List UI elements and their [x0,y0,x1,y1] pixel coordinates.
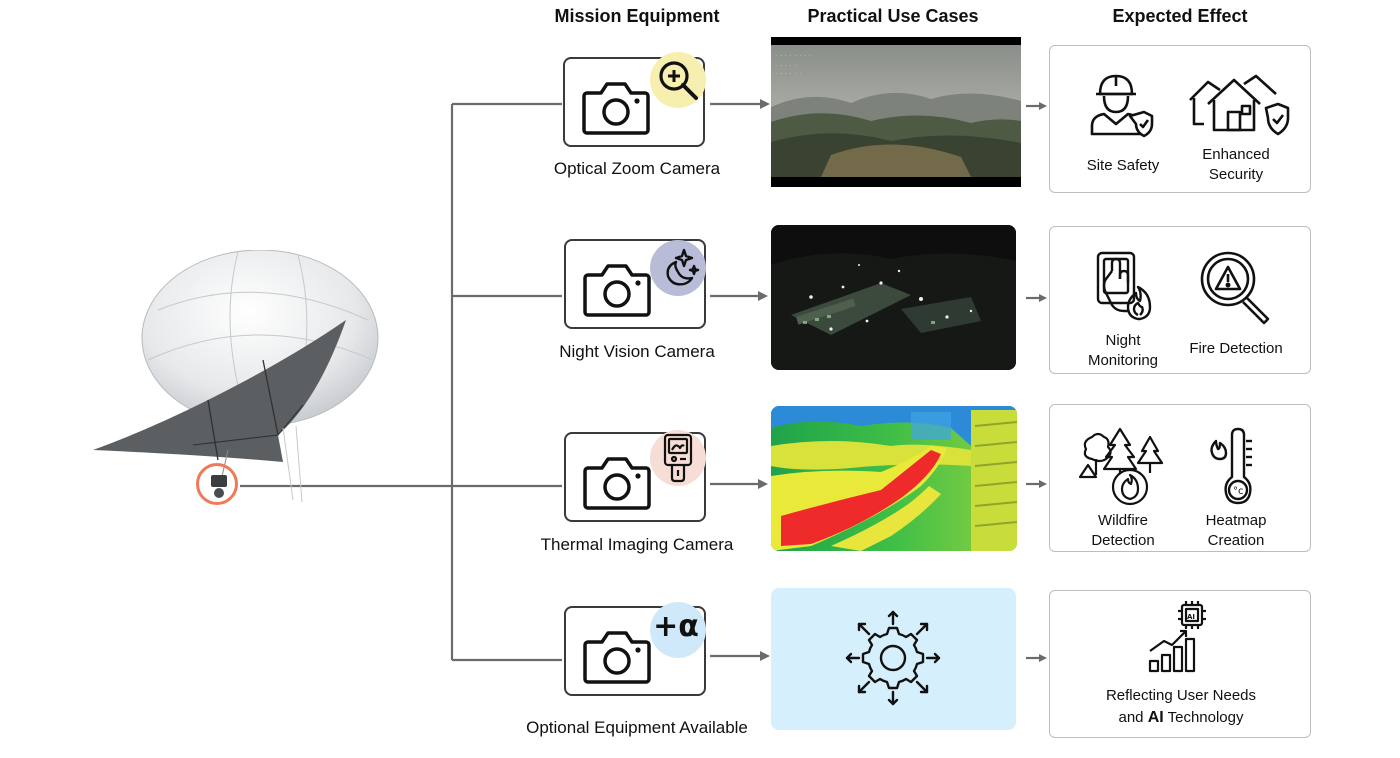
effect-label-night-monitoring: Night Monitoring [1087,332,1159,369]
forest-fire-icon [1078,427,1164,506]
effect-label-site-safety: Site Safety [1086,157,1160,174]
effect-text-and: and [1118,709,1148,726]
thermal-camera-icon [663,433,693,483]
usecase-panel-optional [771,588,1016,730]
equipment-label-thermal: Thermal Imaging Camera [540,535,734,554]
camera-icon [582,82,650,135]
svg-text:· · · · · · · ·: · · · · · · · · [775,53,811,58]
ai-growth-chart-icon: AI [1148,601,1206,673]
equipment-label-night-vision: Night Vision Camera [559,342,715,361]
effect-label-fire-detection: Fire Detection [1189,340,1283,357]
usecase-image-night-facility [771,225,1016,370]
houses-shield-icon [1189,74,1290,136]
badge-night [650,240,706,296]
svg-text:°c: °c [1233,486,1244,497]
equipment-label-optional: Optional Equipment Available [526,718,748,737]
gondola-highlight-ring [196,463,238,505]
effect-card-row-3: °c Wildfire Detection Heatmap Creation [1049,404,1311,552]
worker-shield-icon [1090,74,1154,138]
effect-card-row-4: AI Reflecting User Needs and AI Technolo… [1049,590,1311,738]
plus-alpha-badge-text: +α [653,609,699,644]
effect-card-row-1: Site Safety Enhanced Security [1049,45,1311,193]
camera-icon [583,457,651,510]
header-practical-use-cases: Practical Use Cases [807,6,979,26]
equipment-label-optical-zoom: Optical Zoom Camera [553,159,721,178]
zoom-in-icon [659,61,698,100]
gear-expand-icon [845,610,941,706]
camera-icon [583,264,651,317]
effect-text-technology: Technology [1163,709,1244,726]
header-expected-effect: Expected Effect [1112,6,1248,26]
usecase-image-thermal-heatmap [771,406,1017,551]
svg-text:· · · · · ·: · · · · · · [775,71,802,76]
effect-card-row-2: Night Monitoring Fire Detection [1049,226,1311,374]
camera-icon [583,631,651,684]
aerostat-balloon-image [93,250,379,503]
effect-text-ai: AI [1147,709,1164,726]
svg-text:AI: AI [1187,613,1195,621]
moon-stars-icon [666,248,700,286]
effect-label-heatmap-creation: Heatmap Creation [1205,512,1267,549]
thermometer-icon: °c [1210,427,1252,505]
magnifier-warning-icon [1200,251,1270,325]
header-mission-equipment: Mission Equipment [554,6,720,26]
usecase-image-mountains: · · · · · · · · · · · · · · · · · · · [771,37,1021,187]
svg-text:· · · · ·: · · · · · [775,63,797,68]
effect-label-reflecting-user-needs: Reflecting User Needs [1105,687,1257,704]
badge-optional [650,602,706,658]
effect-label-ai-technology: and AI Technology [1061,707,1301,729]
touchscreen-fire-icon [1096,251,1152,321]
effect-label-wildfire-detection: Wildfire Detection [1091,512,1155,549]
effect-label-enhanced-security: Enhanced Security [1202,146,1270,183]
